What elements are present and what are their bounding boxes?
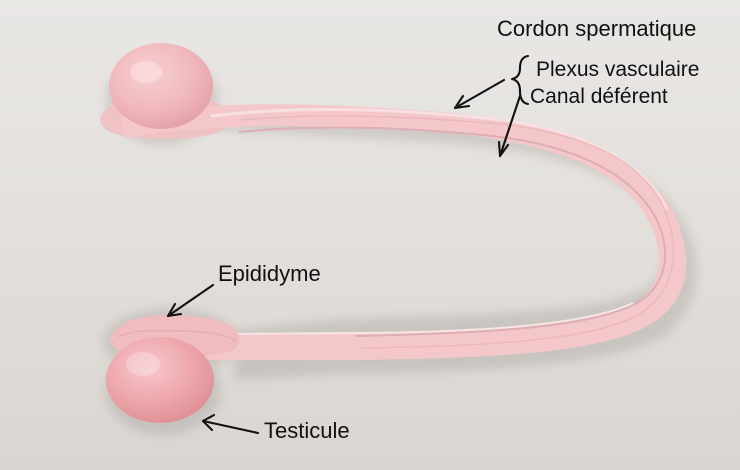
upper-testis: [109, 43, 213, 129]
plexus-vasculaire-label: Plexus vasculaire: [536, 59, 699, 80]
testicule-label: Testicule: [264, 420, 350, 442]
cordon-spermatique-label: Cordon spermatique: [497, 18, 696, 40]
lower-testis: [106, 337, 214, 423]
canal-deferent-label: Canal déférent: [530, 86, 668, 107]
epididyme-label: Epididyme: [218, 263, 321, 285]
